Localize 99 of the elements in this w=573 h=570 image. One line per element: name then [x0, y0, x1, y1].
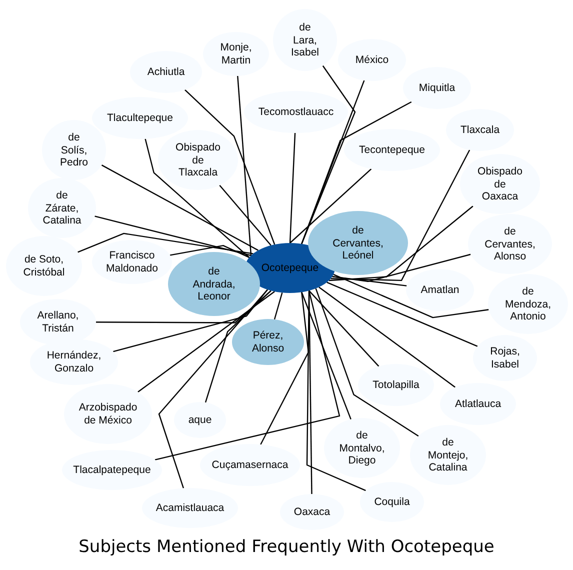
connector-line: [138, 291, 275, 392]
topic-node: [280, 494, 344, 530]
topic-node: [232, 319, 304, 365]
node-label: de Mendoza, Antonio: [504, 285, 552, 323]
topic-node: [446, 109, 514, 151]
node-label: Coquila: [374, 496, 410, 508]
connector-line: [274, 292, 283, 320]
node-label: de Cervantes, Alonso: [484, 225, 536, 263]
node-label: Ocotepeque: [261, 262, 319, 274]
connector-line: [144, 138, 250, 258]
topic-node: [324, 418, 400, 478]
topic-node: [200, 444, 300, 486]
topic-node: [410, 425, 486, 485]
node-label: Acamistlauaca: [156, 502, 224, 514]
topic-node: [62, 450, 162, 490]
connector-line: [289, 132, 296, 244]
topic-node: [406, 269, 474, 311]
node-label: Totolapilla: [372, 378, 420, 392]
topic-node: [6, 236, 82, 296]
node-label: Francisco Maldonado: [106, 250, 158, 274]
connector-line: [330, 150, 470, 282]
node-label: Amatlan: [420, 284, 460, 296]
topic-node: [273, 9, 337, 71]
node-label: Tecontepeque: [359, 144, 425, 156]
topic-node: [64, 384, 152, 444]
node-label: Tlacultepeque: [107, 112, 173, 124]
node-label: Oaxaca: [294, 506, 330, 518]
connector-line: [184, 89, 276, 245]
node-label: Obispado de Tlaxcala: [176, 141, 220, 179]
node-label: Atlatlauca: [454, 398, 502, 410]
connector-line: [308, 290, 380, 367]
connector-line: [219, 184, 272, 246]
connector-line: [78, 232, 254, 254]
topic-node: [28, 178, 96, 238]
connector-line: [204, 290, 272, 403]
connector-line: [301, 292, 352, 420]
connector-line: [290, 168, 372, 244]
topic-node: [358, 364, 434, 406]
connector-line: [315, 288, 419, 437]
topic-node: [130, 51, 202, 93]
node-label: Arellano, Tristán: [37, 310, 79, 334]
topic-node: [460, 154, 540, 214]
topic-node: [440, 383, 516, 425]
topic-node: [468, 214, 552, 274]
connector-line: [94, 216, 252, 256]
node-label: Rojas, Isabel: [490, 346, 520, 370]
topic-node: [92, 97, 188, 139]
node-label: Arzobispado de México: [78, 402, 138, 426]
node-label: de Lara, Isabel: [291, 21, 319, 59]
node-label: México: [355, 54, 389, 66]
node-label: Tecomostlauacc: [258, 106, 334, 118]
node-label: de Montalvo, Diego: [339, 429, 385, 467]
node-label: de Zárate, Catalina: [42, 189, 82, 227]
topic-node: [360, 482, 424, 522]
topic-node: [168, 252, 260, 316]
node-label: Tlaxcala: [460, 124, 500, 136]
node-label: de Solís, Pedro: [60, 131, 88, 169]
connector-line: [328, 206, 474, 282]
topic-node: [142, 488, 238, 528]
connector-line: [237, 76, 252, 256]
connector-line: [326, 282, 478, 347]
connector-line: [158, 289, 268, 488]
node-label: de Andrada, Leonor: [192, 265, 236, 303]
topic-node: [473, 335, 537, 381]
node-label: Achiutla: [147, 66, 185, 78]
node-label: de Montejo, Catalina: [428, 436, 468, 474]
topic-node: [244, 91, 348, 133]
connector-line: [306, 290, 366, 492]
topic-node: [92, 240, 172, 284]
connector-line: [154, 290, 340, 460]
topic-node: [403, 67, 471, 109]
node-label: Tlacalpatepeque: [73, 464, 151, 476]
node-label: Monje, Martin: [220, 42, 252, 66]
connector-line: [318, 286, 456, 388]
node-label: Pérez, Alonso: [252, 330, 284, 354]
node-label: Miquitla: [418, 82, 456, 94]
node-label: de Soto, Cristóbal: [23, 254, 65, 278]
node-label: Hernández, Gonzalo: [46, 350, 102, 374]
topic-node: [158, 130, 238, 190]
connector-line: [333, 274, 489, 318]
topic-node: [20, 299, 96, 345]
chart-title: Subjects Mentioned Frequently With Ocotepeque: [78, 537, 494, 557]
topic-node: [203, 32, 269, 76]
node-label: Obispado de Oaxaca: [478, 165, 522, 203]
topic-node: [174, 402, 226, 438]
topic-node: [338, 39, 406, 81]
connector-line: [332, 276, 407, 286]
connector-line: [170, 245, 250, 258]
connector-line: [101, 164, 258, 251]
topic-node: [488, 274, 568, 334]
topic-node: [30, 339, 118, 385]
node-label: de Cervantes, Leónel: [332, 224, 384, 262]
topic-node: [344, 129, 440, 171]
node-label: Cuçamasernaca: [212, 458, 288, 472]
connector-line: [260, 292, 309, 445]
node-label: aque: [188, 414, 212, 426]
topic-node: [42, 120, 106, 180]
connector-line: [301, 80, 365, 244]
connector-line: [301, 101, 412, 244]
